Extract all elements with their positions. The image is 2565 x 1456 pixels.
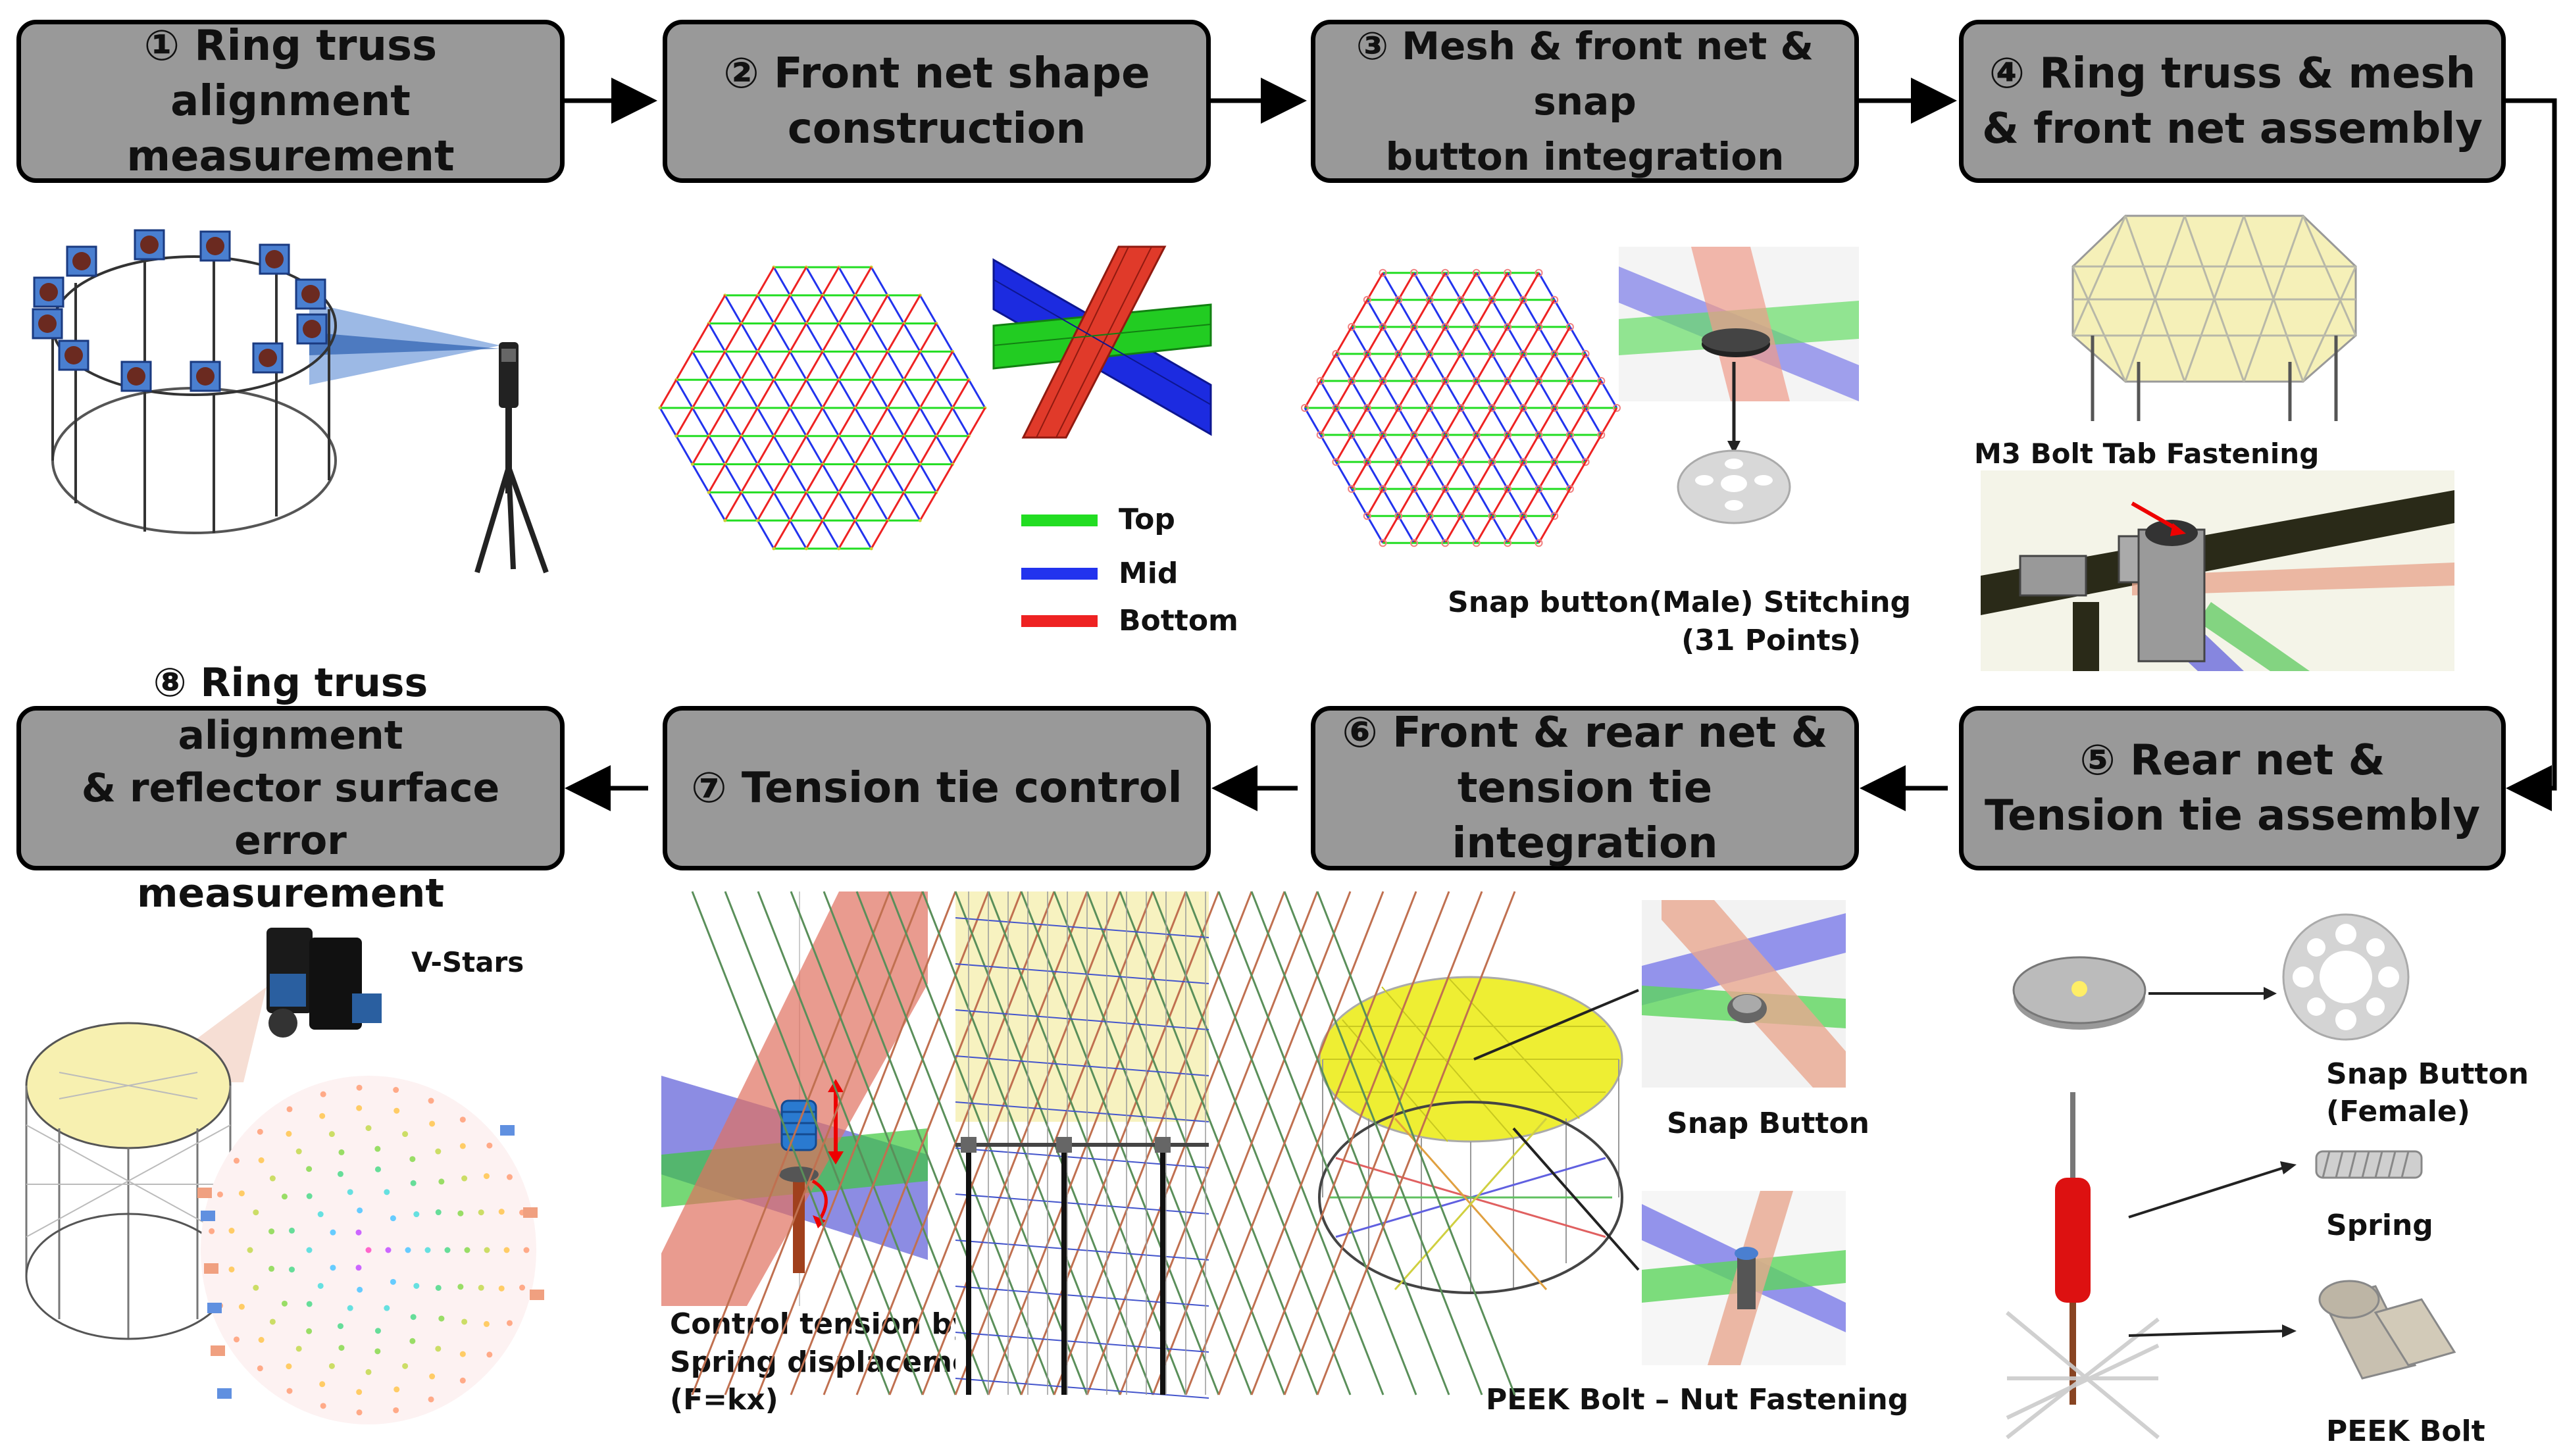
peek-bolt-label: PEEK Bolt xyxy=(2326,1415,2485,1448)
snap-button-integration-detail xyxy=(1642,900,1846,1088)
arrow-to-spring xyxy=(2128,1167,2284,1218)
front-net-pattern xyxy=(658,265,987,551)
tension-control-detail xyxy=(661,891,928,1306)
step-5-line-2: Tension tie assembly xyxy=(1984,791,2481,840)
control-label-line-2: Spring displacement xyxy=(670,1345,1007,1379)
step-8-line-1: ⑧ Ring truss alignment xyxy=(153,660,428,759)
step-1-line-1: ① Ring truss alignment xyxy=(143,22,438,126)
snap-button-female-icon xyxy=(2012,956,2146,1030)
step-1-line-2: measurement xyxy=(126,132,455,181)
m3-bolt-label: M3 Bolt Tab Fastening xyxy=(1974,438,2320,470)
step-5-box: ⑤ Rear net & Tension tie assembly xyxy=(1959,706,2506,870)
spring-label: Spring xyxy=(2326,1209,2433,1242)
peek-bolt-icon xyxy=(2318,1280,2456,1380)
tension-tie-icon xyxy=(2006,1092,2160,1440)
front-rear-net-integration xyxy=(1318,976,1640,1294)
peek-bolt-nut-label: PEEK Bolt – Nut Fastening xyxy=(1486,1383,1909,1417)
target-markers xyxy=(197,1125,544,1399)
legend-label-top: Top xyxy=(1119,503,1175,536)
snap-female-label: Snap Button xyxy=(2326,1057,2529,1091)
step-2-line-1: ② Front net shape xyxy=(723,49,1150,98)
bolt-pointer-arrow xyxy=(2131,501,2179,532)
displacement-arrow-icon xyxy=(828,1079,844,1165)
step-1-box: ① Ring truss alignment measurement xyxy=(16,20,565,183)
step-3-box: ③ Mesh & front net & snap button integrat… xyxy=(1311,20,1859,183)
snap-button-detail xyxy=(1619,247,1859,524)
step-5-line-1: ⑤ Rear net & xyxy=(2079,736,2385,785)
tension-rod xyxy=(793,1181,805,1273)
arrow-to-peek-detail xyxy=(1512,1127,1640,1271)
legend-swatch-top xyxy=(1021,515,1098,526)
step-6-box: ⑥ Front & rear net & tension tie integrat… xyxy=(1311,706,1859,870)
ring-truss-mesh-assembly xyxy=(2071,214,2357,421)
step-6-line-2: tension tie integration xyxy=(1452,764,1718,868)
step-2-line-2: construction xyxy=(787,105,1086,153)
bottom-layer-band xyxy=(1021,245,1167,439)
step-7-line-1: ⑦ Tension tie control xyxy=(691,764,1182,813)
ring-truss-measurement-illustration xyxy=(32,229,549,574)
step-6-line-1: ⑥ Front & rear net & xyxy=(1342,709,1828,757)
v-stars-label: V-Stars xyxy=(411,946,524,978)
reflector-surface-measurement xyxy=(25,928,544,1424)
step-7-box: ⑦ Tension tie control xyxy=(663,706,1211,870)
step-8-box: ⑧ Ring truss alignment& reflector surfac… xyxy=(16,660,565,916)
snap-female-sub-label: (Female) xyxy=(2326,1095,2470,1128)
rear-net-tension-tie-parts xyxy=(2006,913,2456,1440)
mesh-front-net-pattern xyxy=(1301,268,1621,547)
snap-button-disc-icon xyxy=(1677,449,1791,524)
legend-swatch-bottom xyxy=(1021,615,1098,627)
legend-swatch-mid xyxy=(1021,568,1098,580)
tension-tie-grid-view xyxy=(691,891,1516,1399)
reflector-cylinder xyxy=(25,1022,232,1340)
laser-tracker-icon xyxy=(474,342,549,574)
legend-label-bottom: Bottom xyxy=(1119,604,1238,638)
arrow-4-to-5 xyxy=(2506,98,2557,811)
legend-label-mid: Mid xyxy=(1119,557,1179,590)
arrow-to-snap-detail xyxy=(1473,989,1639,1061)
step-3-line-1: ③ Mesh & front net & snap xyxy=(1356,24,1814,124)
m3-bolt-tab-detail xyxy=(1981,470,2454,671)
step-3-line-2: button integration xyxy=(1385,134,1785,179)
rotation-arrow-icon xyxy=(811,1179,828,1222)
truss-bottom-ring xyxy=(51,387,337,534)
net-layer-cross-section xyxy=(992,245,1212,439)
spring-icon xyxy=(2315,1150,2423,1179)
step-4-line-1: ④ Ring truss & mesh xyxy=(1989,49,2476,98)
step-4-line-2: & front net assembly xyxy=(1982,105,2483,153)
step-4-box: ④ Ring truss & mesh & front net assembly xyxy=(1959,20,2506,183)
peek-bolt-nut-detail xyxy=(1642,1191,1846,1365)
step-2-box: ② Front net shape construction xyxy=(663,20,1211,183)
snap-button-ring-icon xyxy=(2282,913,2410,1041)
snap-button-label: Snap Button xyxy=(1667,1107,1869,1140)
arrow-to-peek-bolt xyxy=(2128,1330,2284,1337)
step-8-line-3: measurement xyxy=(136,870,445,916)
v-stars-camera-icon xyxy=(267,928,382,1038)
step-8-line-2: & reflector surface error xyxy=(81,765,500,864)
snap-male-label: Snap button(Male) Stitching xyxy=(1448,586,1912,619)
surface-error-point-map xyxy=(201,1076,536,1424)
snap-male-count-label: (31 Points) xyxy=(1681,624,1861,657)
measurement-targets xyxy=(32,229,328,392)
